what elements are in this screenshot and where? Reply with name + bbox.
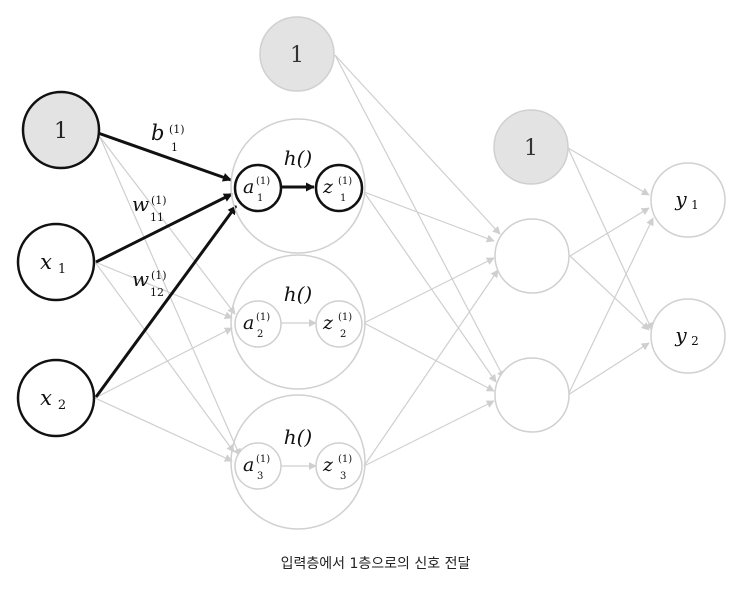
z3-sub: 3: [340, 471, 346, 482]
hidden-bias-label: 1: [290, 43, 304, 68]
node-a1: a (1) 1: [233, 163, 283, 213]
x2-base: x: [40, 386, 52, 410]
edge-z1-s1: [363, 191, 495, 243]
weight-labels: b (1) 1 w (1) 11 w (1) 12: [132, 121, 185, 299]
output-node-y2: y 2: [650, 298, 726, 374]
z1-base: z: [322, 176, 334, 198]
a1-sub: 1: [257, 193, 263, 204]
a2-base: a: [243, 312, 254, 334]
w12-base: w: [132, 267, 149, 291]
x1-sub: 1: [58, 262, 66, 277]
edge-s2-y2: [567, 342, 650, 396]
w11-base: w: [132, 192, 149, 216]
edge-bias-a1: [97, 131, 232, 182]
edge-z3-s1: [363, 269, 499, 467]
input-layer: 1 x 1 x 2: [16, 90, 101, 438]
second-layer: 1: [493, 109, 570, 433]
input-node-x1: x 1: [16, 222, 96, 302]
edge-s2-y1: [567, 217, 654, 396]
w11-sub: 11: [150, 211, 164, 224]
edge-x2-a2: [94, 327, 233, 399]
b-sub: 1: [171, 141, 178, 154]
weight-b: b (1) 1: [151, 121, 185, 154]
y1-base: y: [674, 187, 687, 211]
edge-sbias-y1: [567, 147, 650, 196]
edge-x1-a2: [94, 261, 233, 319]
second-node-1: [494, 218, 570, 294]
b-base: b: [151, 121, 164, 145]
y1-sub: 1: [691, 198, 699, 212]
w12-sub: 12: [150, 286, 164, 299]
edge-hbias-s2: [334, 54, 505, 379]
x1-base: x: [40, 250, 52, 274]
second-bias-label: 1: [524, 136, 538, 161]
edge-hbias-s1: [334, 54, 501, 235]
hidden-neuron-1: h() a (1) 1 z (1) 1: [230, 118, 366, 254]
weight-w11: w (1) 11: [132, 192, 167, 224]
gray-edges: [94, 54, 654, 470]
second-bias-node: 1: [493, 109, 569, 185]
second-node-2: [494, 357, 570, 433]
edge-z3-s2: [363, 400, 495, 467]
hidden-bias-node: 1: [259, 16, 335, 92]
activation-label-2: h(): [284, 282, 313, 306]
edge-x1-a3: [94, 261, 235, 453]
z3-sup: (1): [338, 454, 352, 465]
weight-w12: w (1) 12: [132, 267, 167, 299]
node-a2: a (1) 2: [234, 300, 282, 348]
a3-base: a: [243, 454, 254, 476]
activation-label-3: h(): [284, 425, 313, 449]
edge-sbias-y2: [567, 147, 653, 331]
a3-sup: (1): [256, 454, 270, 465]
z3-base: z: [322, 454, 334, 476]
z2-sub: 2: [340, 329, 346, 340]
edge-x2-a3: [94, 397, 233, 462]
edge-x1-a1: [95, 192, 233, 264]
hidden-neuron-3: h() a (1) 3 z (1) 3: [230, 394, 366, 530]
node-z1: z (1) 1: [314, 163, 364, 213]
node-z3: z (1) 3: [315, 442, 363, 490]
z1-sub: 1: [340, 193, 346, 204]
edge-x2-a1: [94, 205, 238, 398]
input-bias-node: 1: [21, 90, 101, 170]
edge-s1-y1: [569, 207, 650, 257]
z2-base: z: [322, 312, 334, 334]
highlighted-edges: [94, 131, 315, 398]
a3-sub: 3: [257, 471, 263, 482]
z1-sup: (1): [338, 176, 352, 187]
input-node-x2: x 2: [16, 358, 96, 438]
a2-sub: 2: [257, 329, 263, 340]
a2-sup: (1): [256, 312, 270, 323]
input-bias-label: 1: [54, 119, 68, 144]
figure-caption: 입력층에서 1층으로의 신호 전달: [280, 556, 471, 572]
a1-sup: (1): [256, 176, 270, 187]
w12-sup: (1): [151, 269, 167, 282]
z2-sup: (1): [338, 312, 352, 323]
edge-z2-s1: [363, 257, 495, 324]
hidden-layer: 1 h() a (1) 1 z (1) 1 h(): [230, 16, 366, 530]
b-sup: (1): [169, 123, 185, 136]
node-z2: z (1) 2: [315, 300, 363, 348]
output-layer: y 1 y 2: [650, 162, 726, 374]
node-a3: a (1) 3: [234, 442, 282, 490]
hidden-neuron-2: h() a (1) 2 z (1) 2: [230, 254, 366, 390]
a1-base: a: [243, 176, 254, 198]
y2-sub: 2: [691, 334, 699, 348]
w11-sup: (1): [151, 194, 167, 207]
output-node-y1: y 1: [650, 162, 726, 238]
edge-z1-s2: [363, 191, 497, 383]
activation-label-1: h(): [284, 146, 313, 170]
y2-base: y: [674, 323, 687, 347]
edge-s1-y2: [569, 255, 650, 331]
x2-sub: 2: [58, 398, 66, 413]
edge-z2-s2: [363, 322, 495, 392]
